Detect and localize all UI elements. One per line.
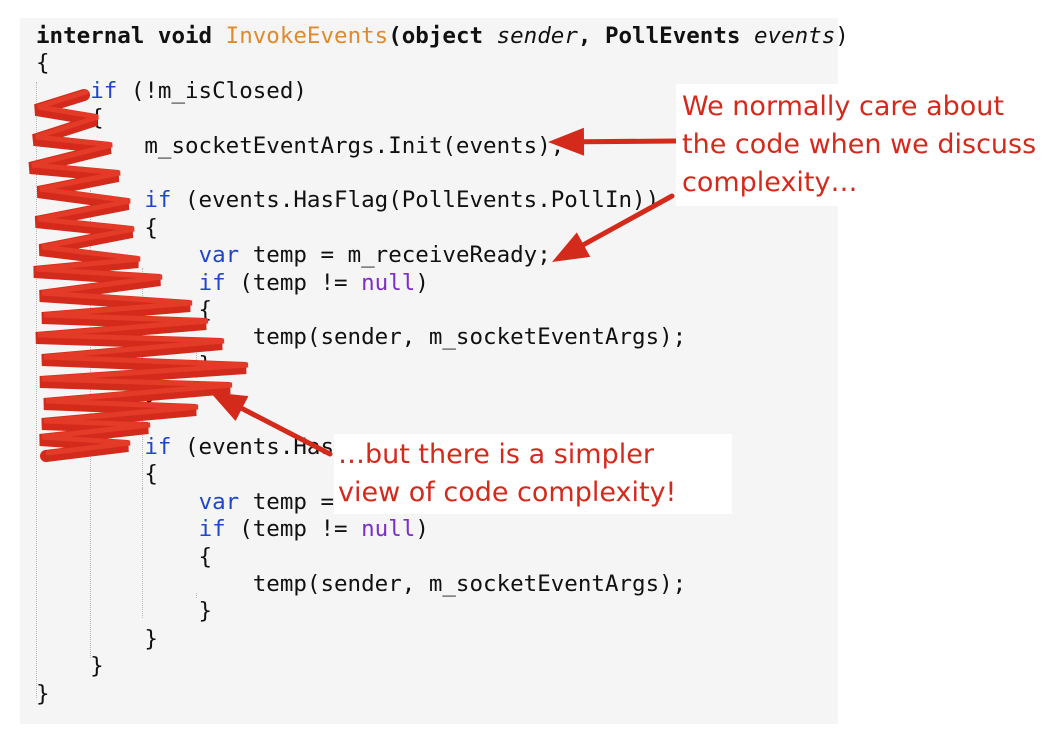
code-line: { — [36, 46, 50, 80]
code-token: ) — [415, 269, 429, 296]
code-token: } — [36, 680, 50, 707]
code-token: { — [36, 461, 158, 488]
code-token: if — [198, 516, 226, 543]
code-token: { — [36, 214, 158, 241]
code-token: var — [198, 242, 240, 269]
code-token: } — [36, 598, 213, 625]
code-token: { — [36, 543, 213, 570]
code-token: (events.HasF — [171, 434, 348, 460]
callout-line: the code when we discuss — [682, 129, 1037, 160]
code-token: null — [361, 269, 416, 296]
code-line: temp(sender, m_socketEventArgs); — [36, 567, 686, 601]
code-token: temp = — [239, 488, 335, 515]
code-token: ) — [835, 23, 849, 49]
code-token: if — [198, 269, 226, 296]
code-token: ) — [415, 516, 429, 543]
code-line: m_socketEventArgs.Init(events); — [36, 129, 564, 163]
code-token: } — [36, 351, 213, 378]
code-token: if — [144, 187, 172, 214]
code-line: temp(sender, m_socketEventArgs); — [36, 320, 686, 354]
code-token: temp(sender, m_socketEventArgs); — [36, 324, 687, 351]
callout-line: We normally care about — [682, 91, 1004, 122]
code-line: } — [36, 375, 158, 409]
code-token: events — [753, 23, 836, 49]
callout-code-complexity: We normally care about the code when we … — [676, 84, 1064, 206]
code-token — [36, 187, 144, 213]
code-token — [36, 270, 199, 296]
code-token — [36, 516, 199, 542]
code-line: { — [36, 457, 158, 491]
code-token — [36, 242, 199, 268]
code-line: { — [36, 540, 213, 574]
code-token: , — [577, 23, 605, 49]
callout-simpler-view: …but there is a simpler view of code com… — [334, 434, 732, 514]
code-token: (!m_isClosed) — [117, 77, 307, 104]
code-token: m_socketEventArgs.Init(events); — [36, 132, 565, 159]
code-token: } — [36, 653, 104, 680]
callout-line: view of code complexity! — [338, 477, 677, 508]
code-token: { — [36, 297, 213, 323]
code-token: { — [36, 105, 104, 132]
code-line: var temp = m_receiveReady; — [36, 238, 551, 272]
code-token: (events.HasFlag(PollEvents.PollIn)) — [171, 187, 660, 214]
callout-line: complexity… — [682, 167, 858, 198]
indent-guide — [142, 488, 143, 618]
code-token — [36, 489, 199, 515]
code-token: object — [401, 23, 497, 49]
code-line: } — [36, 622, 158, 656]
code-token: { — [36, 50, 50, 77]
code-token: InvokeEvents — [225, 23, 389, 49]
code-token: temp(sender, m_socketEventArgs); — [36, 571, 687, 597]
code-token: var — [198, 488, 240, 515]
code-token: sender — [496, 23, 578, 49]
code-line: } — [36, 649, 104, 683]
code-token: (temp != — [225, 516, 362, 543]
code-token: internal void — [36, 23, 226, 49]
code-line: var temp = — [36, 485, 334, 519]
code-token: null — [361, 516, 416, 543]
code-token: if — [90, 77, 118, 104]
code-line: internal void InvokeEvents(object sender… — [36, 19, 849, 53]
code-token: } — [36, 379, 158, 406]
code-token — [36, 434, 144, 460]
code-token: (temp != — [225, 269, 362, 296]
code-token: PollEvents — [604, 23, 754, 49]
code-token: } — [36, 625, 158, 652]
indent-guide — [196, 593, 197, 598]
code-token: if — [144, 434, 172, 460]
code-line: } — [36, 594, 213, 628]
code-token: temp = m_receiveReady; — [239, 242, 551, 269]
code-line: if (temp != null) — [36, 512, 429, 546]
code-token: ( — [388, 23, 402, 49]
code-line: } — [36, 677, 50, 711]
code-token — [36, 78, 90, 104]
callout-line: …but there is a simpler — [338, 439, 654, 470]
